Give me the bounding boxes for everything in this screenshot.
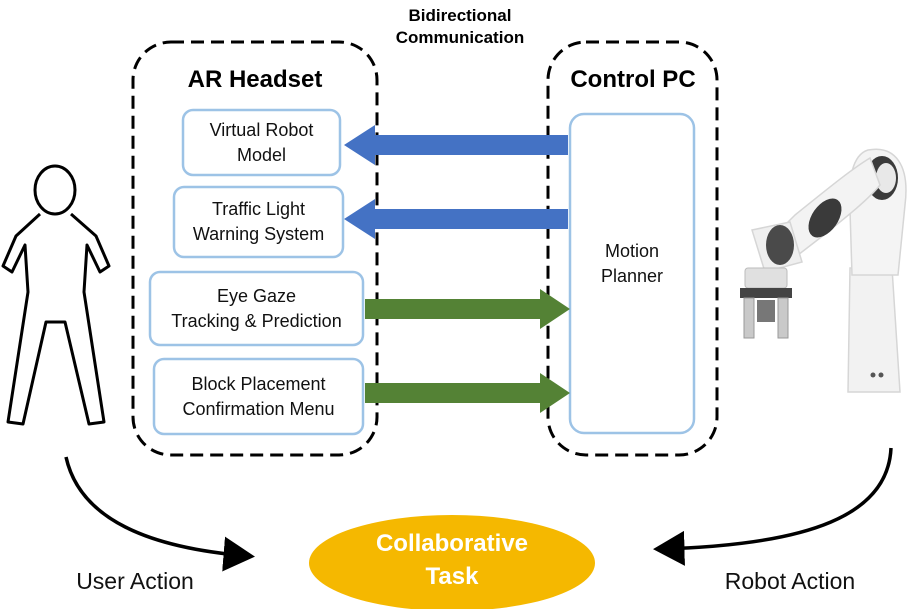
user-figure-icon <box>1 164 111 426</box>
motion-planner-box <box>568 112 696 435</box>
virtual-robot-model-label: Virtual Robot Model <box>209 119 314 165</box>
block-placement-label: Block Placement Confirmation Menu <box>182 373 335 419</box>
control-pc-title: Control PC <box>570 66 696 93</box>
motion-planner-label: Motion Planner <box>600 241 664 286</box>
virtual-robot-model-box <box>181 108 342 177</box>
communication-label: Bidirectional Communication <box>395 6 525 47</box>
user-action-label: User Action <box>76 568 194 594</box>
robot-action-label: Robot Action <box>724 568 856 594</box>
arrow-from-eye-gaze <box>365 289 570 329</box>
arrow-to-traffic-light <box>344 199 568 239</box>
collaborative-task-label: Collaborative Task <box>375 530 529 590</box>
robot-action-curve <box>653 447 893 566</box>
robot-arm-icon <box>740 148 907 393</box>
traffic-light-label: Traffic Light Warning System <box>192 199 325 244</box>
user-action-curve <box>64 456 255 572</box>
collaborative-task-ellipse <box>309 515 595 609</box>
arrow-from-block-placement <box>365 373 570 413</box>
control-pc-container <box>546 40 719 457</box>
ar-headset-container <box>131 40 379 457</box>
arrow-to-virtual-robot-model <box>344 125 568 165</box>
eye-gaze-box <box>148 270 365 347</box>
ar-headset-title: AR Headset <box>187 66 323 93</box>
eye-gaze-label: Eye Gaze Tracking & Prediction <box>171 285 342 331</box>
traffic-light-box <box>172 185 345 259</box>
block-placement-box <box>152 357 365 436</box>
